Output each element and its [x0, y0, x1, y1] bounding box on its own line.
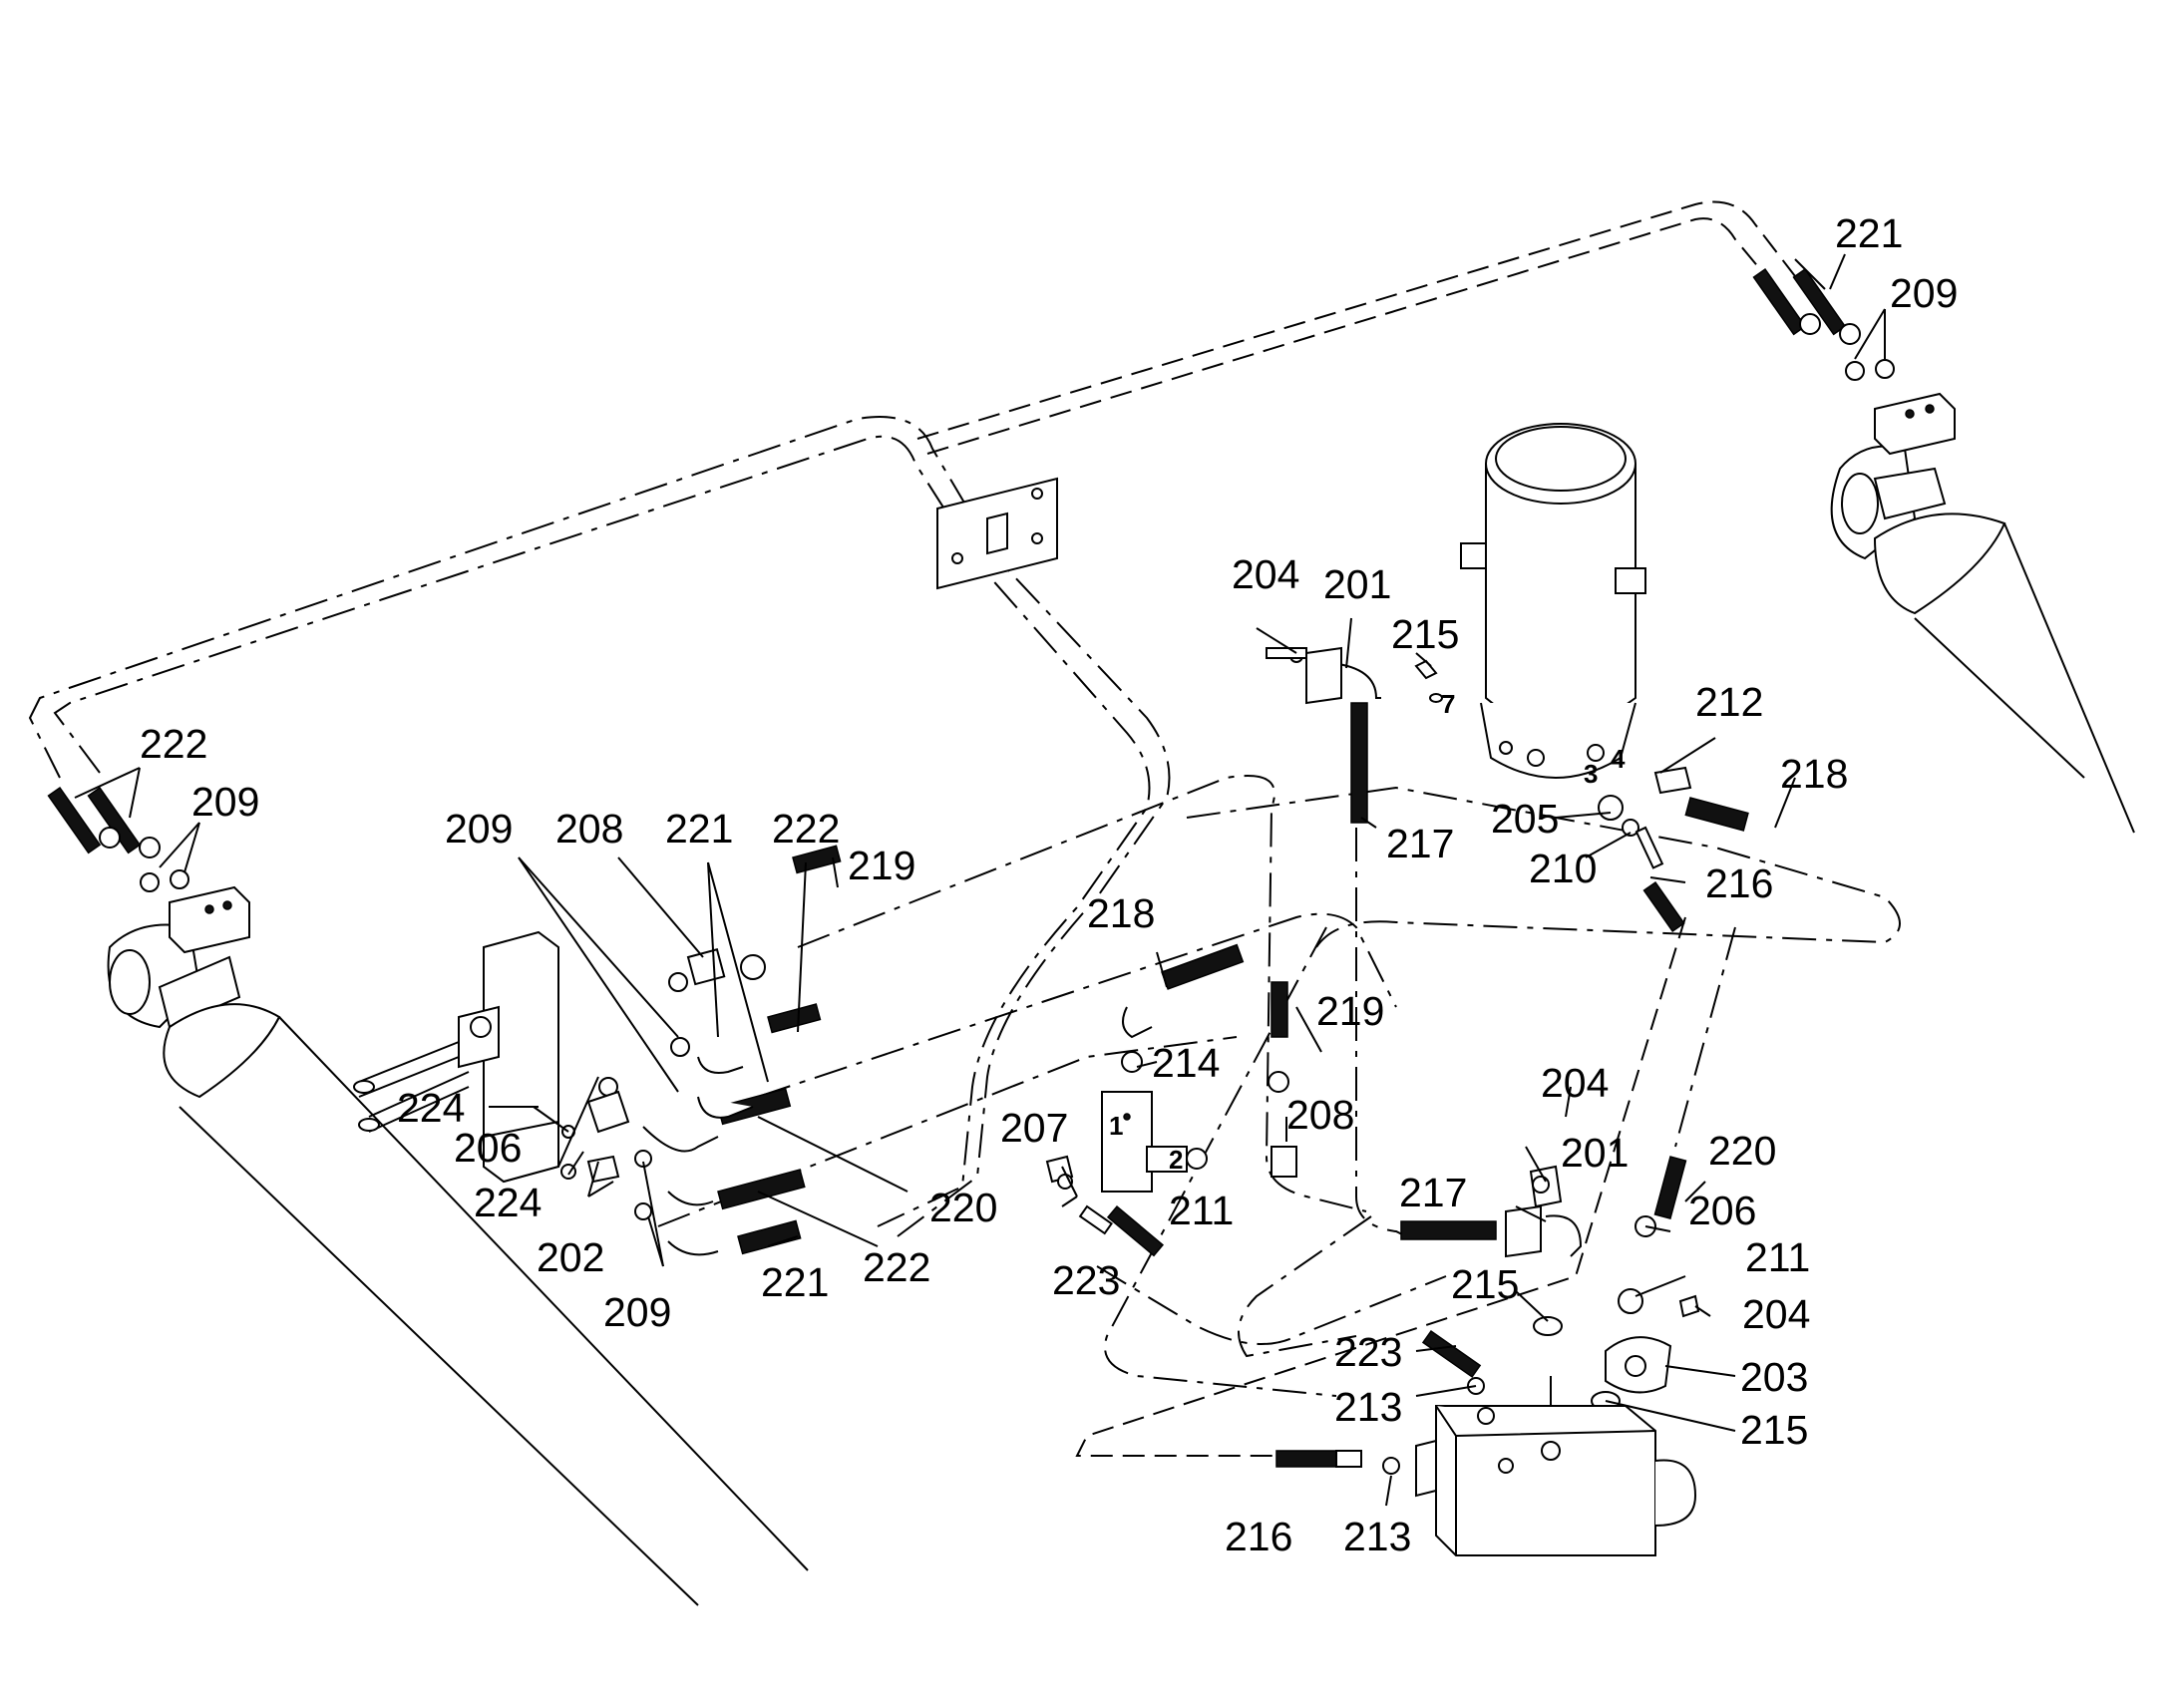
- left-valve-block: [169, 885, 250, 954]
- right-cylinder: [1830, 445, 2135, 834]
- callout-222: 222: [140, 721, 207, 767]
- callout-220: 220: [1708, 1128, 1776, 1174]
- callout-217: 217: [1399, 1170, 1467, 1215]
- callout-204: 204: [1232, 551, 1299, 597]
- callout-210: 210: [1529, 846, 1597, 891]
- callout-labels: 221 209 222 209 209 208 221 222 219 224 …: [140, 210, 1958, 1559]
- callout-222: 222: [772, 806, 840, 852]
- callout-218: 218: [1087, 890, 1155, 936]
- callout-207: 207: [1000, 1105, 1068, 1151]
- callout-204: 204: [1541, 1060, 1609, 1106]
- callout-221: 221: [665, 806, 733, 852]
- callout-220: 220: [929, 1185, 997, 1230]
- hose-routing-lines: [28, 200, 1901, 1457]
- port-label: 3: [1584, 759, 1598, 789]
- callout-212: 212: [1695, 679, 1763, 725]
- callout-201: 201: [1323, 561, 1391, 607]
- callout-219: 219: [1316, 988, 1384, 1034]
- left-cylinder: [107, 923, 809, 1606]
- callout-203: 203: [1740, 1354, 1808, 1400]
- hoses: [47, 267, 1847, 1468]
- callout-208: 208: [1286, 1092, 1354, 1138]
- callout-208: 208: [555, 806, 623, 852]
- control-valve-block: [1415, 1405, 1697, 1556]
- callout-201: 201: [1561, 1130, 1629, 1176]
- callout-202: 202: [537, 1234, 604, 1280]
- port-label: 7: [1441, 689, 1455, 719]
- callout-223: 223: [1334, 1329, 1402, 1375]
- callout-215: 215: [1740, 1407, 1808, 1453]
- callout-206: 206: [454, 1125, 522, 1171]
- callout-211: 211: [1169, 1188, 1234, 1233]
- callout-217: 217: [1386, 821, 1454, 866]
- callout-215: 215: [1391, 611, 1459, 657]
- callout-224: 224: [397, 1085, 465, 1131]
- port-label: 2: [1169, 1145, 1183, 1175]
- callout-222: 222: [863, 1244, 930, 1290]
- mounting-bracket: [936, 477, 1058, 590]
- port-numbers: 1 2 3 4 7: [1109, 689, 1626, 1175]
- callout-223: 223: [1052, 1257, 1120, 1303]
- callout-213: 213: [1334, 1384, 1402, 1430]
- callout-209: 209: [603, 1289, 671, 1335]
- distribution-manifold: [353, 930, 559, 1184]
- motor-pump-unit: [1460, 423, 1646, 779]
- callout-216: 216: [1705, 860, 1773, 906]
- callout-214: 214: [1152, 1040, 1220, 1086]
- right-valve-block: [1874, 392, 1956, 456]
- callout-209: 209: [191, 779, 259, 825]
- port-label: 4: [1611, 744, 1626, 774]
- callout-215: 215: [1451, 1261, 1519, 1307]
- callout-218: 218: [1780, 751, 1848, 797]
- callout-221: 221: [1835, 210, 1903, 256]
- callout-204: 204: [1742, 1291, 1810, 1337]
- callout-206: 206: [1688, 1188, 1756, 1233]
- callout-205: 205: [1491, 796, 1559, 842]
- callout-216: 216: [1225, 1514, 1292, 1559]
- callout-213: 213: [1343, 1514, 1411, 1559]
- port-label: 1: [1109, 1111, 1123, 1141]
- callout-211: 211: [1745, 1234, 1810, 1280]
- callout-209: 209: [1890, 270, 1958, 316]
- callout-224: 224: [474, 1180, 542, 1225]
- leader-lines: [74, 253, 1886, 1507]
- callout-209: 209: [445, 806, 513, 852]
- callout-219: 219: [848, 843, 915, 888]
- callout-221: 221: [761, 1259, 829, 1305]
